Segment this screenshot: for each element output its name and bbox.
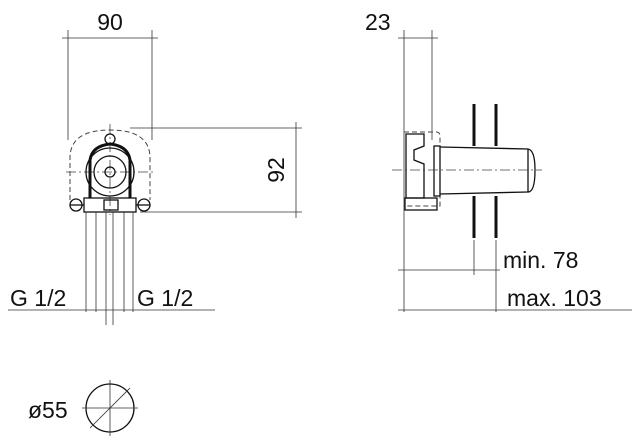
side-view: 23 min. 78 max. 103: [365, 9, 632, 312]
min-depth-label: min. 78: [503, 247, 578, 273]
valve-body: [85, 147, 135, 197]
width-label: 90: [97, 9, 123, 35]
connection-label-right: G 1/2: [137, 285, 193, 311]
pipe-connections: [85, 212, 134, 325]
depth-label: 23: [365, 9, 391, 35]
height-label: 92: [263, 157, 289, 183]
connection-label-left: G 1/2: [10, 285, 66, 311]
max-depth-label: max. 103: [507, 285, 602, 311]
front-view: G 1/2 G 1/2 90 92 ø55: [8, 9, 302, 436]
diameter-label: ø55: [28, 397, 68, 423]
